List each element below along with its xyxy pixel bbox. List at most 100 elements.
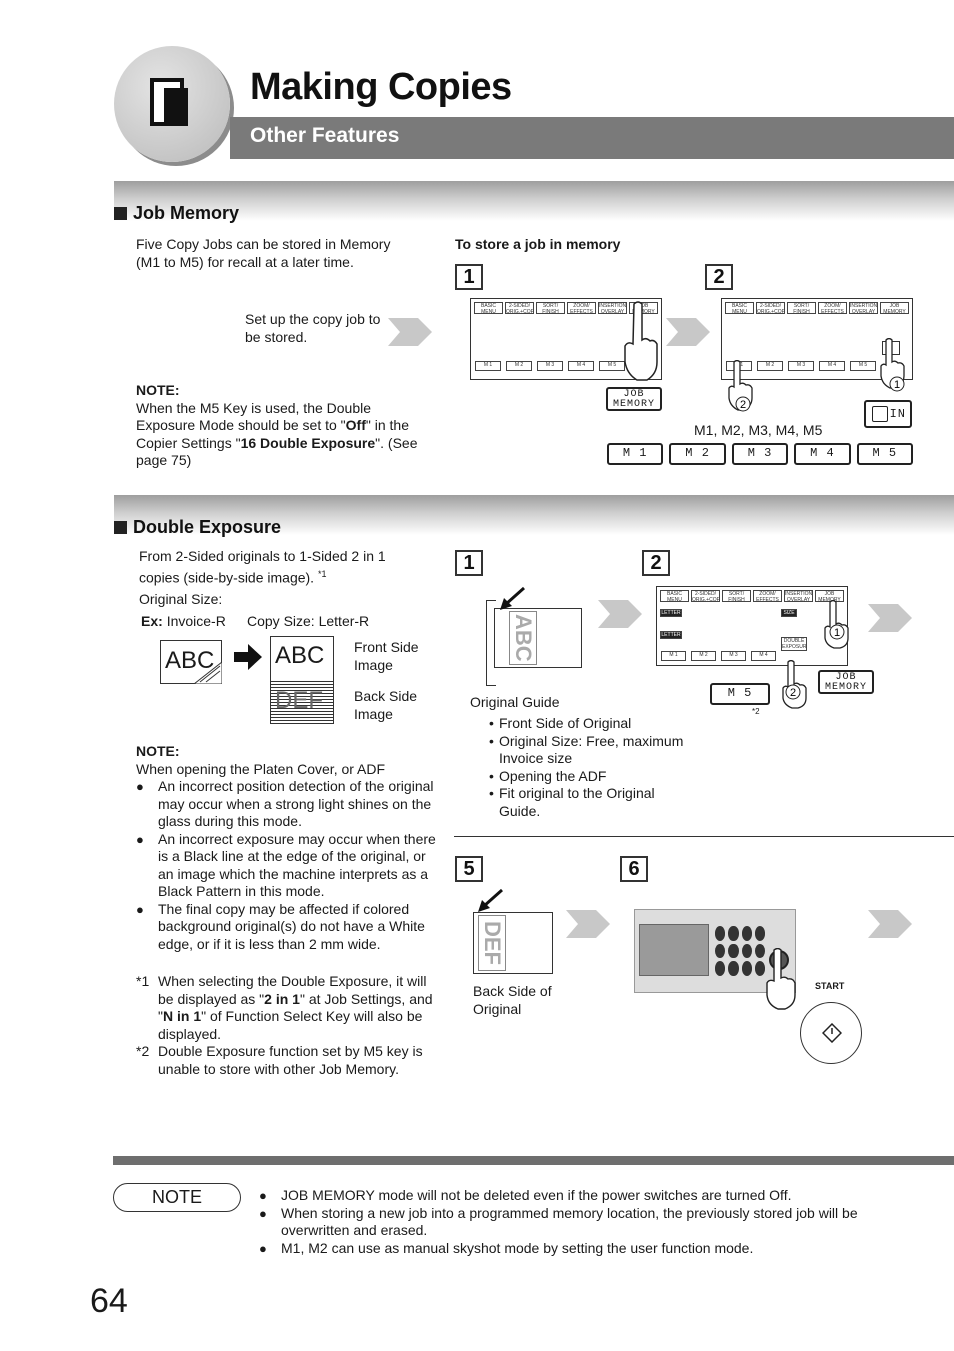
screen-tabs: BASIC MENU 2-SIDED/ ORIG.+COPY SORT/ FIN… [725,302,909,314]
screen-tabs: BASIC MENU 2-SIDED/ ORIG.+COPY SORT/ FIN… [474,302,658,314]
original-guide-label: Original Guide [470,694,560,710]
in-key[interactable]: IN [864,400,912,428]
back-side-caption: Back Side of Original [473,983,552,1017]
screen-m1[interactable]: M 1 [475,361,501,371]
circled-2-icon: 2 [735,396,751,412]
page-number: 64 [90,1282,128,1320]
numeric-keypad [715,926,765,976]
panel-display [639,924,709,976]
screen-m2[interactable]: M 2 [506,361,532,371]
screen-m5[interactable]: M 5 [599,361,625,371]
m1-key[interactable]: M 1 [607,443,664,465]
m5-key[interactable]: M 5 [856,443,914,465]
note-bullet: An incorrect exposure may occur when the… [136,831,436,901]
svg-text:1: 1 [834,627,840,639]
job-memory-key[interactable]: JOB MEMORY [606,387,662,411]
m4-key[interactable]: M 4 [794,443,851,465]
guide-item: Fit original to the Original Guide. [489,785,689,820]
screen-m2[interactable]: M 2 [691,651,716,661]
double-exposure-intro: From 2-Sided originals to 1-Sided 2 in 1… [139,548,386,586]
job-memory-key[interactable]: JOB MEMORY [818,670,874,694]
tab-sort-finish[interactable]: SORT/ FINISH [536,302,565,314]
original-size-label: Original Size: [139,591,223,607]
square-bullet-icon [114,521,127,534]
job-memory-note: NOTE: When the M5 Key is used, the Doubl… [136,382,431,470]
tab-job-memory[interactable]: JOB MEMORY [815,590,844,602]
page-title: Making Copies [250,66,512,108]
tab-job-memory[interactable]: JOB MEMORY [629,302,658,314]
tab-2-sided[interactable]: 2-SIDED/ ORIG.+COPY [691,590,720,602]
keypad-key[interactable] [754,943,765,959]
note-bullet: An incorrect position detection of the o… [136,778,436,831]
step-6-box: 6 [620,856,648,882]
m5-footnote-mark: *2 [752,707,760,716]
keypad-key[interactable] [741,943,752,959]
keypad-key[interactable] [728,961,739,976]
tab-insertion[interactable]: INSERTION/ OVERLAY [784,590,813,602]
screen-m2[interactable]: M 2 [757,361,783,371]
keypad-key[interactable] [715,943,726,959]
next-arrow-icon [868,604,912,632]
screen-m3[interactable]: M 3 [788,361,814,371]
section-title-job-memory: Job Memory [114,203,239,224]
guide-list: Front Side of Original Original Size: Fr… [489,715,689,820]
divider [454,836,954,837]
step-2-box: 2 [705,264,733,290]
section-band-double-exposure [114,495,954,535]
tab-zoom-effects[interactable]: ZOOM/ EFFECTS [753,590,782,602]
double-exposure-key[interactable]: DOUBLE EXPOSURE [781,637,807,651]
tab-2-sided[interactable]: 2-SIDED/ ORIG.+COPY [756,302,785,314]
m-keys-caption: M1, M2, M3, M4, M5 [694,422,823,438]
note-bullet: The final copy may be affected if colore… [136,901,436,954]
front-image: ABC [275,642,325,669]
tab-2-sided[interactable]: 2-SIDED/ ORIG.+COPY [505,302,534,314]
tab-basic-menu[interactable]: BASIC MENU [474,302,503,314]
page-curl-icon [194,662,222,684]
keypad-key[interactable] [741,926,752,941]
tab-sort-finish[interactable]: SORT/ FINISH [722,590,751,602]
next-arrow-icon [868,910,912,938]
keypad-key[interactable] [728,943,739,959]
pointing-hand-icon [880,338,905,389]
page-subtitle: Other Features [250,124,400,147]
tab-insertion[interactable]: INSERTION/ OVERLAY [849,302,878,314]
note-label: NOTE: [136,382,180,398]
tab-job-memory[interactable]: JOB MEMORY [880,302,909,314]
screen-m4[interactable]: M 4 [568,361,594,371]
tab-sort-finish[interactable]: SORT/ FINISH [787,302,816,314]
keypad-key[interactable] [754,961,765,976]
section-band-job-memory [114,181,954,221]
tab-basic-menu[interactable]: BASIC MENU [725,302,754,314]
screen-m5[interactable]: M 5 [850,361,876,371]
screen-m3[interactable]: M 3 [721,651,746,661]
tab-basic-menu[interactable]: BASIC MENU [660,590,689,602]
tab-zoom-effects[interactable]: ZOOM/ EFFECTS [567,302,596,314]
keypad-key[interactable] [715,961,726,976]
keypad-key[interactable] [741,961,752,976]
keypad-key[interactable] [754,926,765,941]
m5-key[interactable]: M 5 [710,683,770,705]
tab-zoom-effects[interactable]: ZOOM/ EFFECTS [818,302,847,314]
tab-insertion[interactable]: INSERTION/ OVERLAY [598,302,627,314]
note-intro: When opening the Platen Cover, or ADF [136,760,386,777]
next-arrow-icon [598,600,642,628]
screen-m1[interactable]: M 1 [661,651,686,661]
step-1-box: 1 [455,264,483,290]
svg-text:1: 1 [894,379,900,391]
keypad-key[interactable] [728,926,739,941]
keypad-key[interactable] [715,926,726,941]
m2-key[interactable]: M 2 [669,443,726,465]
start-button[interactable] [800,1002,862,1064]
screen-m4[interactable]: M 4 [751,651,776,661]
section-title-double-exposure: Double Exposure [114,517,281,538]
start-diamond-icon [822,1023,842,1043]
note-label: NOTE: [136,743,180,759]
step-1-box: 1 [455,550,483,576]
footer-note-item: M1, M2 can use as manual skyshot mode by… [259,1240,899,1258]
footer-note-list: JOB MEMORY mode will not be deleted even… [259,1187,899,1257]
right-arrow-icon [234,644,262,670]
screen-m3[interactable]: M 3 [537,361,563,371]
m3-key[interactable]: M 3 [731,443,789,465]
screen-m4[interactable]: M 4 [819,361,845,371]
copy-document-icon [150,78,188,126]
